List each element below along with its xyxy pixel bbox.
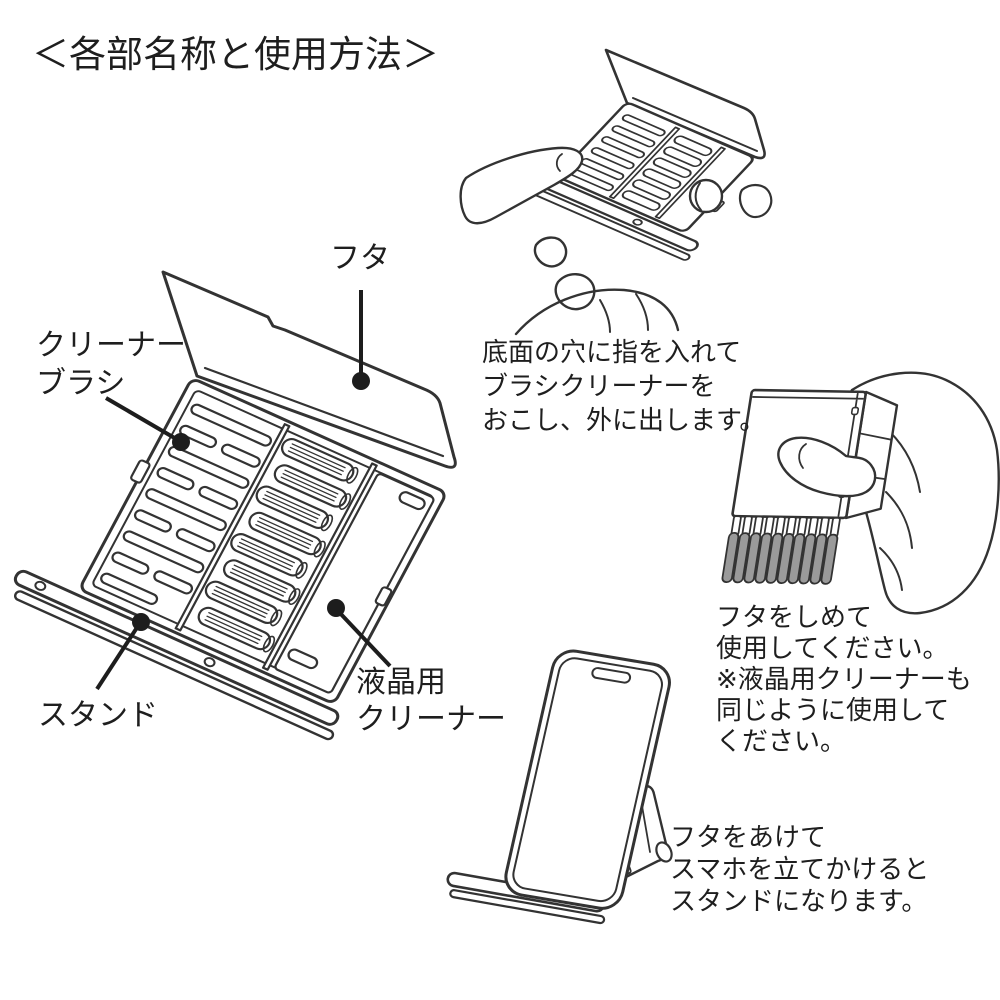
brush-rows	[197, 438, 359, 653]
left-hand	[459, 146, 584, 225]
instruction-use-as-stand: フタをあけて スマホを立てかけると スタンドになります。	[670, 822, 929, 918]
label-cleaner-brush: クリーナー ブラシ	[36, 327, 186, 403]
label-cleaner-brush-line1: クリーナー	[36, 328, 186, 363]
case-tray	[13, 379, 446, 741]
label-lcd-cleaner: 液晶用 クリーナー	[356, 664, 506, 738]
cleaner-brush-area	[100, 403, 273, 605]
bristle-tufts	[721, 532, 839, 585]
instruction-line: 使用してください。	[716, 634, 949, 664]
hand-holding-brush-cleaner-illustration	[721, 371, 1000, 615]
instruction-line: ※液晶用クリーナーも	[716, 665, 972, 695]
instruction-line: 底面の穴に指を入れて	[482, 338, 742, 368]
smartphone-on-stand-illustration	[446, 649, 673, 925]
callout-leaders	[95, 290, 392, 691]
thumb	[777, 436, 877, 498]
callout-dot-stand	[132, 613, 150, 631]
callout-dot-lid	[352, 372, 370, 390]
open-case-parts-diagram	[13, 270, 457, 741]
callout-dot-lcd-cleaner	[327, 599, 345, 617]
instruction-line: 同じように使用して	[716, 696, 950, 726]
instruction-line: おこし、外に出します。	[482, 406, 766, 436]
lid-shape	[161, 270, 457, 469]
page-title: ＜各部名称と使用方法＞	[32, 33, 439, 76]
lcd-cleaner-panel	[274, 473, 435, 694]
instruction-close-lid: フタをしめて 使用してください。 ※液晶用クリーナーも 同じように使用して くだ…	[716, 603, 972, 758]
phone-camera-island	[591, 667, 632, 684]
finger-hole	[688, 178, 724, 214]
label-cleaner-brush-line2: ブラシ	[36, 366, 126, 401]
instruction-line: フタをあけて	[670, 823, 827, 853]
instruction-line: スタンドになります。	[670, 887, 928, 917]
label-lid: フタ	[330, 241, 390, 276]
label-lcd-cleaner-line1: 液晶用	[356, 665, 446, 700]
instruction-take-out-brush: 底面の穴に指を入れて ブラシクリーナーを おこし、外に出します。	[482, 336, 765, 438]
stand-rail	[13, 569, 340, 741]
leader-line-stand	[95, 624, 140, 691]
callout-dot-cleaner-brush	[172, 433, 190, 451]
label-stand: スタンド	[38, 698, 158, 733]
instruction-line: ブラシクリーナーを	[482, 372, 716, 402]
smartphone	[504, 649, 671, 910]
label-lcd-cleaner-line2: クリーナー	[356, 702, 506, 737]
hand-lifting-brush-from-case-illustration	[459, 48, 773, 336]
leader-line-cleaner-brush	[104, 396, 180, 442]
instruction-line: ください。	[716, 727, 847, 757]
lower-hand-fingers	[514, 184, 773, 336]
instruction-line: スマホを立てかけると	[670, 855, 930, 885]
leader-line-lcd-cleaner	[336, 609, 392, 668]
instruction-line: フタをしめて	[716, 603, 873, 633]
